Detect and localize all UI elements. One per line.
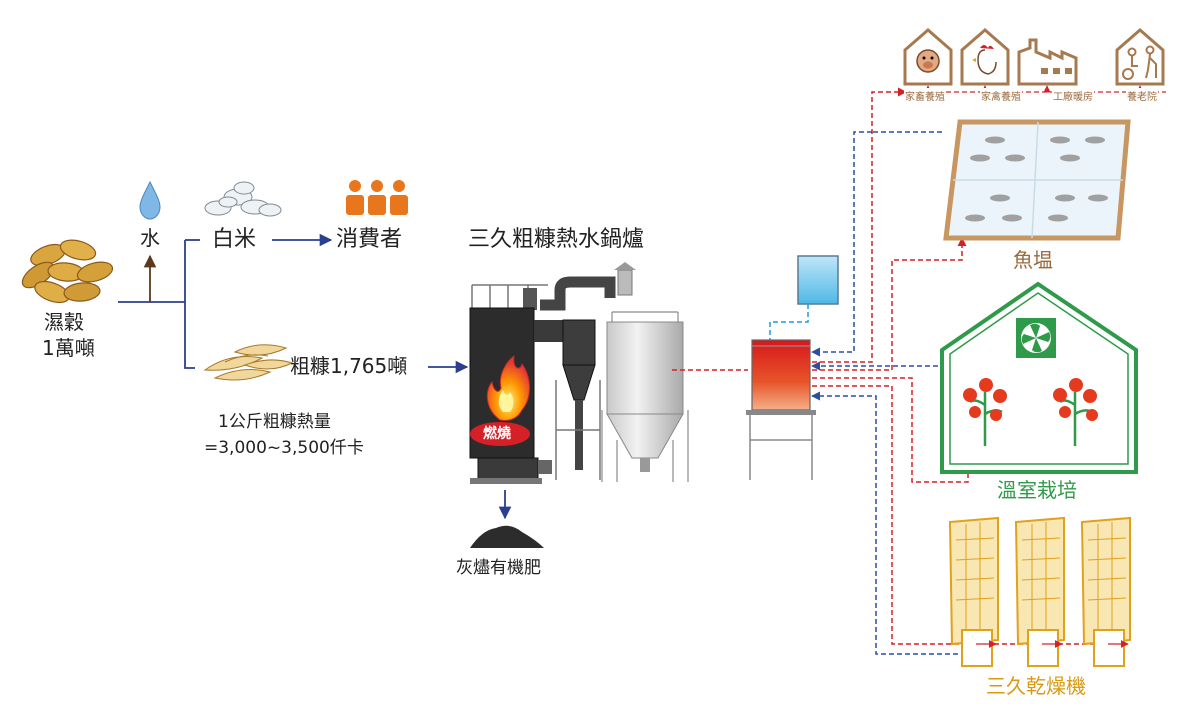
burn-label-oval	[470, 422, 530, 446]
building-label-livestock: 家畜養殖	[904, 88, 946, 103]
wet-grain-icon	[21, 239, 114, 304]
white-rice-label: 白米	[212, 227, 257, 252]
building-label-factory: 工廠暖房	[1052, 88, 1094, 103]
white-rice-icon	[204, 181, 282, 217]
water-label: 水	[140, 226, 160, 250]
water-supply-tank	[797, 255, 839, 305]
building-label-poultry: 家禽養殖	[980, 88, 1022, 103]
cyclone-separator	[540, 262, 636, 480]
return-line-dryer	[811, 391, 958, 655]
water-supply-line	[765, 304, 809, 357]
livestock-building-icon	[903, 28, 953, 86]
hot-water-tank-silver	[601, 311, 689, 482]
poultry-building-icon	[960, 28, 1010, 86]
wet-grain-amount: 1萬噸	[42, 336, 95, 360]
return-line-fishpond	[811, 131, 872, 357]
supply-line-fishpond	[812, 237, 967, 371]
elderly-home-icon	[1115, 28, 1165, 86]
supply-line-dryer	[812, 385, 1130, 645]
ash-pile-icon	[470, 525, 544, 548]
heat-value-line2: =3,000~3,500仟卡	[204, 438, 364, 458]
dryer-label: 三久乾燥機	[986, 674, 1086, 698]
boiler-furnace	[469, 284, 564, 484]
supply-line-greenhouse	[812, 377, 973, 483]
building-label-elderly-home: 養老院	[1126, 88, 1158, 103]
building-feed-arrows	[924, 85, 1144, 93]
burn-label: 燃燒	[483, 426, 511, 442]
consumer-icon	[346, 180, 408, 215]
fish-pond-label: 魚塭	[1013, 248, 1053, 272]
supply-line-buildings	[812, 87, 907, 363]
grain-branch-lines	[118, 239, 200, 369]
rice-husk-label: 粗糠1,765噸	[290, 354, 408, 378]
heat-value-line1: 1公斤粗糠熱量	[218, 412, 331, 432]
consumer-label: 消費者	[336, 227, 403, 252]
ash-label: 灰燼有機肥	[456, 558, 541, 578]
fish-pond-icon	[943, 119, 1131, 241]
factory-building-icon	[1017, 38, 1078, 86]
rice-husk-icon	[203, 344, 294, 381]
boiler-title: 三久粗糠熱水鍋爐	[468, 227, 645, 252]
water-drop-icon	[139, 180, 161, 220]
greenhouse-icon	[940, 281, 1138, 474]
dryer-machines-icon	[948, 516, 1131, 667]
greenhouse-label: 溫室栽培	[997, 478, 1077, 502]
heat-exchanger-tank	[746, 339, 816, 480]
wet-grain-label: 濕穀	[44, 310, 84, 334]
